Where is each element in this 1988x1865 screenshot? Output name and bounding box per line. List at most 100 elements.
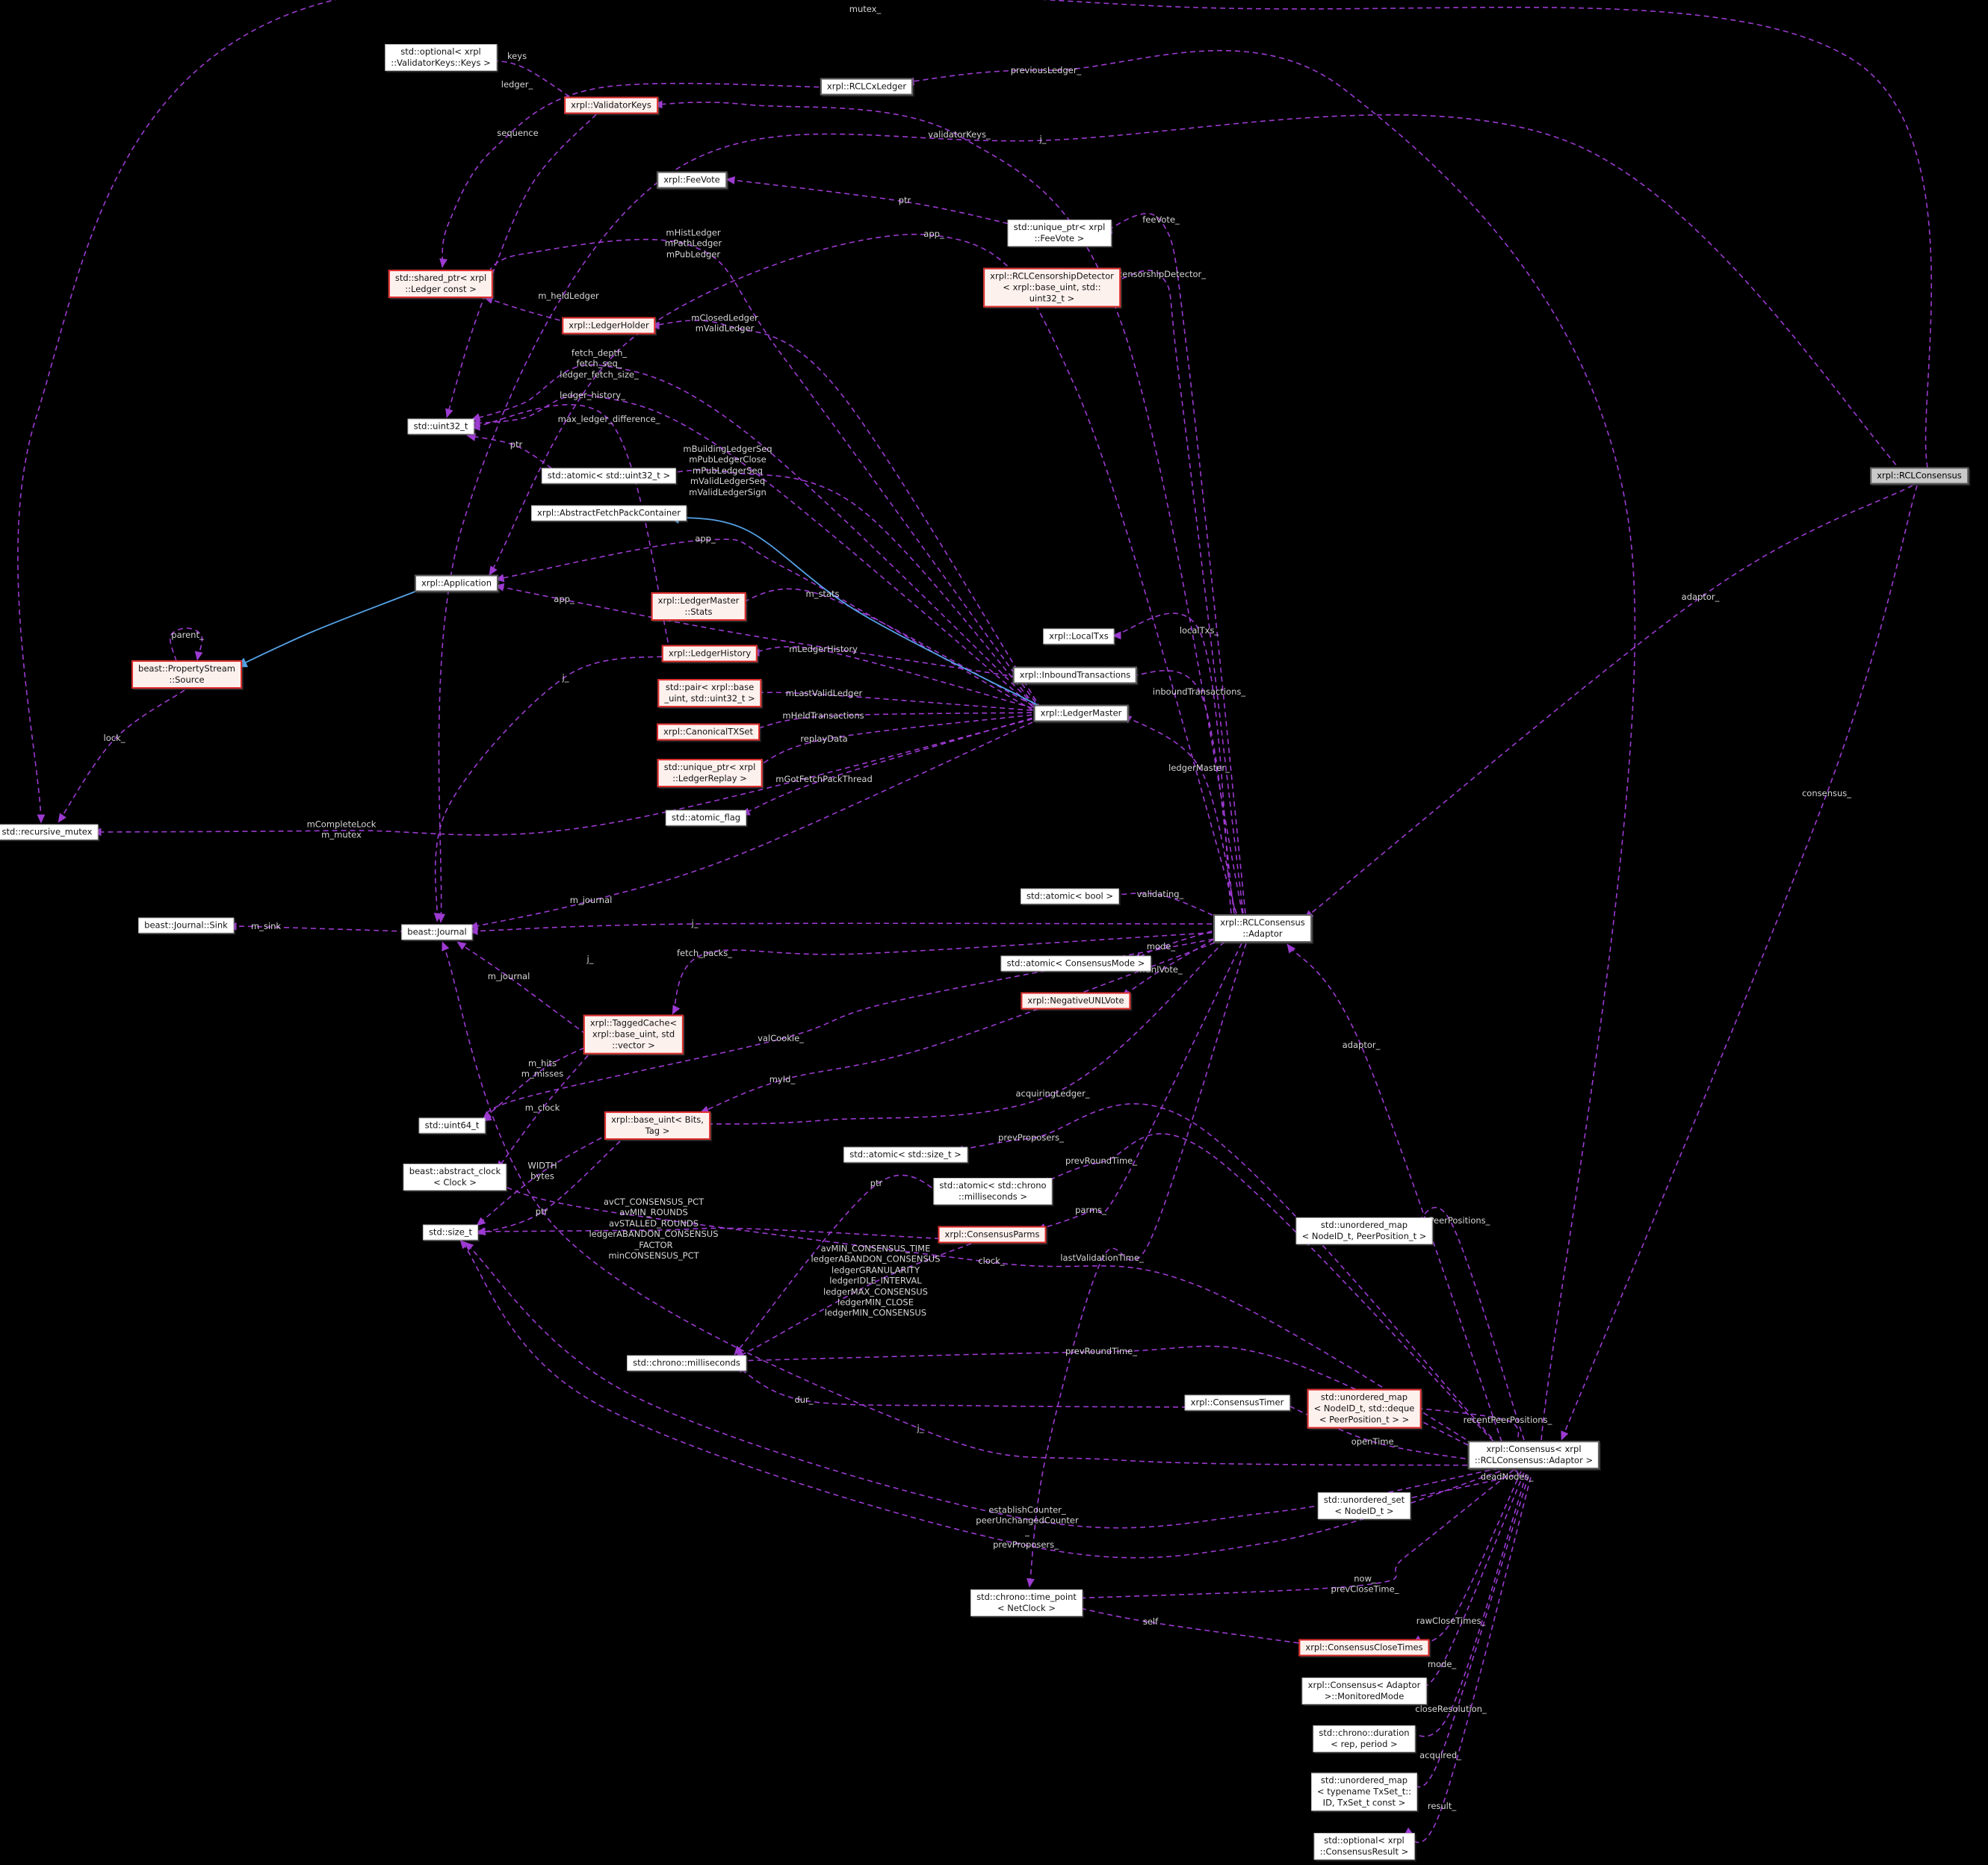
node-consensus-adaptor[interactable]: xrpl::Consensus< xrpl ::RCLConsensus::Ad… [1467,1441,1600,1469]
edge-label: mBuildingLedgerSeq mPubLedgerClose mPubL… [683,444,772,497]
node-validatorkeys[interactable]: xrpl::ValidatorKeys [564,96,658,114]
node-pair-baseuint[interactable]: std::pair< xrpl::base _uint, std::uint32… [657,679,762,707]
node-ledgermaster[interactable]: xrpl::LedgerMaster [1033,704,1129,722]
node-journal-sink[interactable]: beast::Journal::Sink [138,917,234,934]
node-opt-keys[interactable]: std::optional< xrpl ::ValidatorKeys::Key… [385,44,497,71]
edge-9 [489,234,1237,914]
edge-63 [1406,1404,1520,1447]
node-abstract-fetch-pack[interactable]: xrpl::AbstractFetchPackContainer [531,505,687,521]
edge-69 [1072,1469,1514,1602]
node-size-t[interactable]: std::size_t [422,1224,479,1241]
node-atomic-size-t[interactable]: std::atomic< std::size_t > [843,1146,967,1163]
edge-25 [750,646,1041,711]
node-ledgerholder[interactable]: xrpl::LedgerHolder [562,317,656,335]
node-atomic-milliseconds[interactable]: std::atomic< std::chrono ::milliseconds … [933,1178,1053,1205]
node-shared-ptr-ledger[interactable]: std::shared_ptr< xrpl ::Ledger const > [388,270,494,298]
node-atomic-bool[interactable]: std::atomic< bool > [1020,888,1120,904]
edge-label: avMIN_CONSENSUS_TIME ledgerABANDON_CONSE… [811,1243,941,1318]
node-consensusparms[interactable]: xrpl::ConsensusParms [938,1226,1047,1244]
node-ledgerhistory[interactable]: xrpl::LedgerHistory [661,645,758,662]
node-opt-consensusresult[interactable]: std::optional< xrpl ::ConsensusResult > [1313,1833,1415,1860]
node-atomic-consensusmode[interactable]: std::atomic< ConsensusMode > [1000,955,1151,972]
node-rclconsensus-adaptor[interactable]: xrpl::RCLConsensus ::Adaptor [1213,914,1312,943]
edge-44 [482,937,1223,1122]
edge-19 [495,539,1041,716]
node-timepoint-netclock[interactable]: std::chrono::time_point < NetClock > [970,1589,1083,1616]
edge-label: validating_ [1136,888,1184,899]
edge-label: app_ [554,593,575,604]
edge-55 [476,1227,950,1240]
node-uint32[interactable]: std::uint32_t [407,418,474,435]
edge-18 [660,469,1041,713]
edge-10 [483,238,1041,710]
node-negativeunlvote[interactable]: xrpl::NegativeUNLVote [1021,992,1131,1010]
edge-label: mHeldTransactions [782,710,864,721]
edge-70 [1072,1604,1317,1646]
node-localtxs[interactable]: xrpl::LocalTxs [1043,628,1115,645]
edge-37 [468,718,1041,930]
edge-77 [668,513,1041,707]
edge-49 [496,1048,595,1170]
edge-label: mLedgerHistory [789,643,858,654]
edge-21 [737,588,1041,710]
node-journal[interactable]: beast::Journal [401,924,473,940]
edge-23 [169,627,203,662]
node-unique-ptr-ledgerreplay[interactable]: std::unique_ptr< xrpl ::LedgerReplay > [657,759,763,787]
node-taggedcache[interactable]: xrpl::TaggedCache< xrpl::base_uint, std … [583,1014,684,1055]
edge-label: mutex_ [849,3,882,14]
edge-67 [464,1241,1499,1529]
edge-label: myId_ [769,1073,796,1084]
node-canonicaltxset[interactable]: xrpl::CanonicalTXSet [656,723,761,741]
edge-48 [699,941,1225,1129]
node-uset-nodeid[interactable]: std::unordered_set < NodeID_t > [1317,1492,1411,1519]
edge-label: mode_ [1146,940,1176,952]
node-umap-txset[interactable]: std::unordered_map < typename TxSet_t:: … [1311,1772,1417,1811]
node-consensusclosetimes[interactable]: xrpl::ConsensusCloseTimes [1298,1639,1430,1657]
node-base-uint[interactable]: xrpl::base_uint< Bits, Tag > [604,1111,710,1140]
edge-5 [653,100,1243,914]
node-rclconsensus[interactable]: xrpl::RCLConsensus [1870,467,1969,485]
node-application[interactable]: xrpl::Application [414,574,499,592]
node-unique-ptr-feevote[interactable]: std::unique_ptr< xrpl ::FeeVote > [1007,220,1112,246]
node-chrono-duration[interactable]: std::chrono::duration < rep, period > [1313,1725,1416,1752]
node-rclcxledger[interactable]: xrpl::RCLCxLedger [820,78,914,96]
edge-label: mClosedLedger mValidLedger [691,312,758,334]
node-umap-peerposition[interactable]: std::unordered_map < NodeID_t, PeerPosit… [1295,1217,1433,1244]
node-ledgermaster-stats[interactable]: xrpl::LedgerMaster ::Stats [651,592,746,621]
node-feevote[interactable]: xrpl::FeeVote [657,171,727,189]
edge-76 [235,589,420,668]
edge-38 [1108,891,1221,919]
node-uint64[interactable]: std::uint64_t [418,1117,486,1134]
node-abstract-clock[interactable]: beast::abstract_clock < Clock > [403,1164,507,1191]
node-censorship-detector[interactable]: xrpl::RCLCensorshipDetector < xrpl::base… [983,267,1121,308]
node-propertystream-source[interactable]: beast::PropertyStream ::Source [131,660,242,689]
edge-label: mGotFetchPackThread [775,773,873,784]
edge-11 [1105,270,1244,914]
edge-33 [740,715,1041,816]
edge-label: ptr [510,438,523,450]
node-atomic-flag[interactable]: std::atomic_flag [665,810,747,826]
node-inbound-transactions[interactable]: xrpl::InboundTransactions [1012,666,1138,684]
edge-label: ledger_history_ [560,389,625,400]
edge-label: establishCounter_ peerUnchangedCounter _ [976,1504,1079,1537]
edge-74 [1408,1475,1529,1788]
edge-54 [1036,943,1242,1232]
edge-label: j_ [691,917,699,928]
node-atomic-uint32[interactable]: std::atomic< std::uint32_t > [541,468,677,484]
edge-label: censorshipDetector_ [1117,268,1207,279]
edge-label: m_sink [250,920,282,931]
edge-12 [483,296,569,323]
edge-label: previousLedger_ [1010,64,1082,75]
node-monitoredmode[interactable]: xrpl::Consensus< Adaptor >::MonitoredMod… [1301,1678,1427,1704]
node-umap-deque-peerposition[interactable]: std::unordered_map < NodeID_t, std::dequ… [1307,1388,1422,1429]
edge-label: closeResolution_ [1415,1703,1487,1714]
node-consensustimer[interactable]: xrpl::ConsensusTimer [1184,1394,1290,1411]
edge-0 [17,0,1933,824]
edge-46 [699,939,1224,1114]
edge-4 [445,114,597,418]
edge-27 [1126,670,1235,914]
edge-73 [1405,1474,1527,1737]
node-recursive-mutex[interactable]: std::recursive_mutex [0,824,99,840]
edge-label: adaptor_ [1342,1039,1381,1050]
node-milliseconds[interactable]: std::chrono::milliseconds [627,1355,746,1371]
